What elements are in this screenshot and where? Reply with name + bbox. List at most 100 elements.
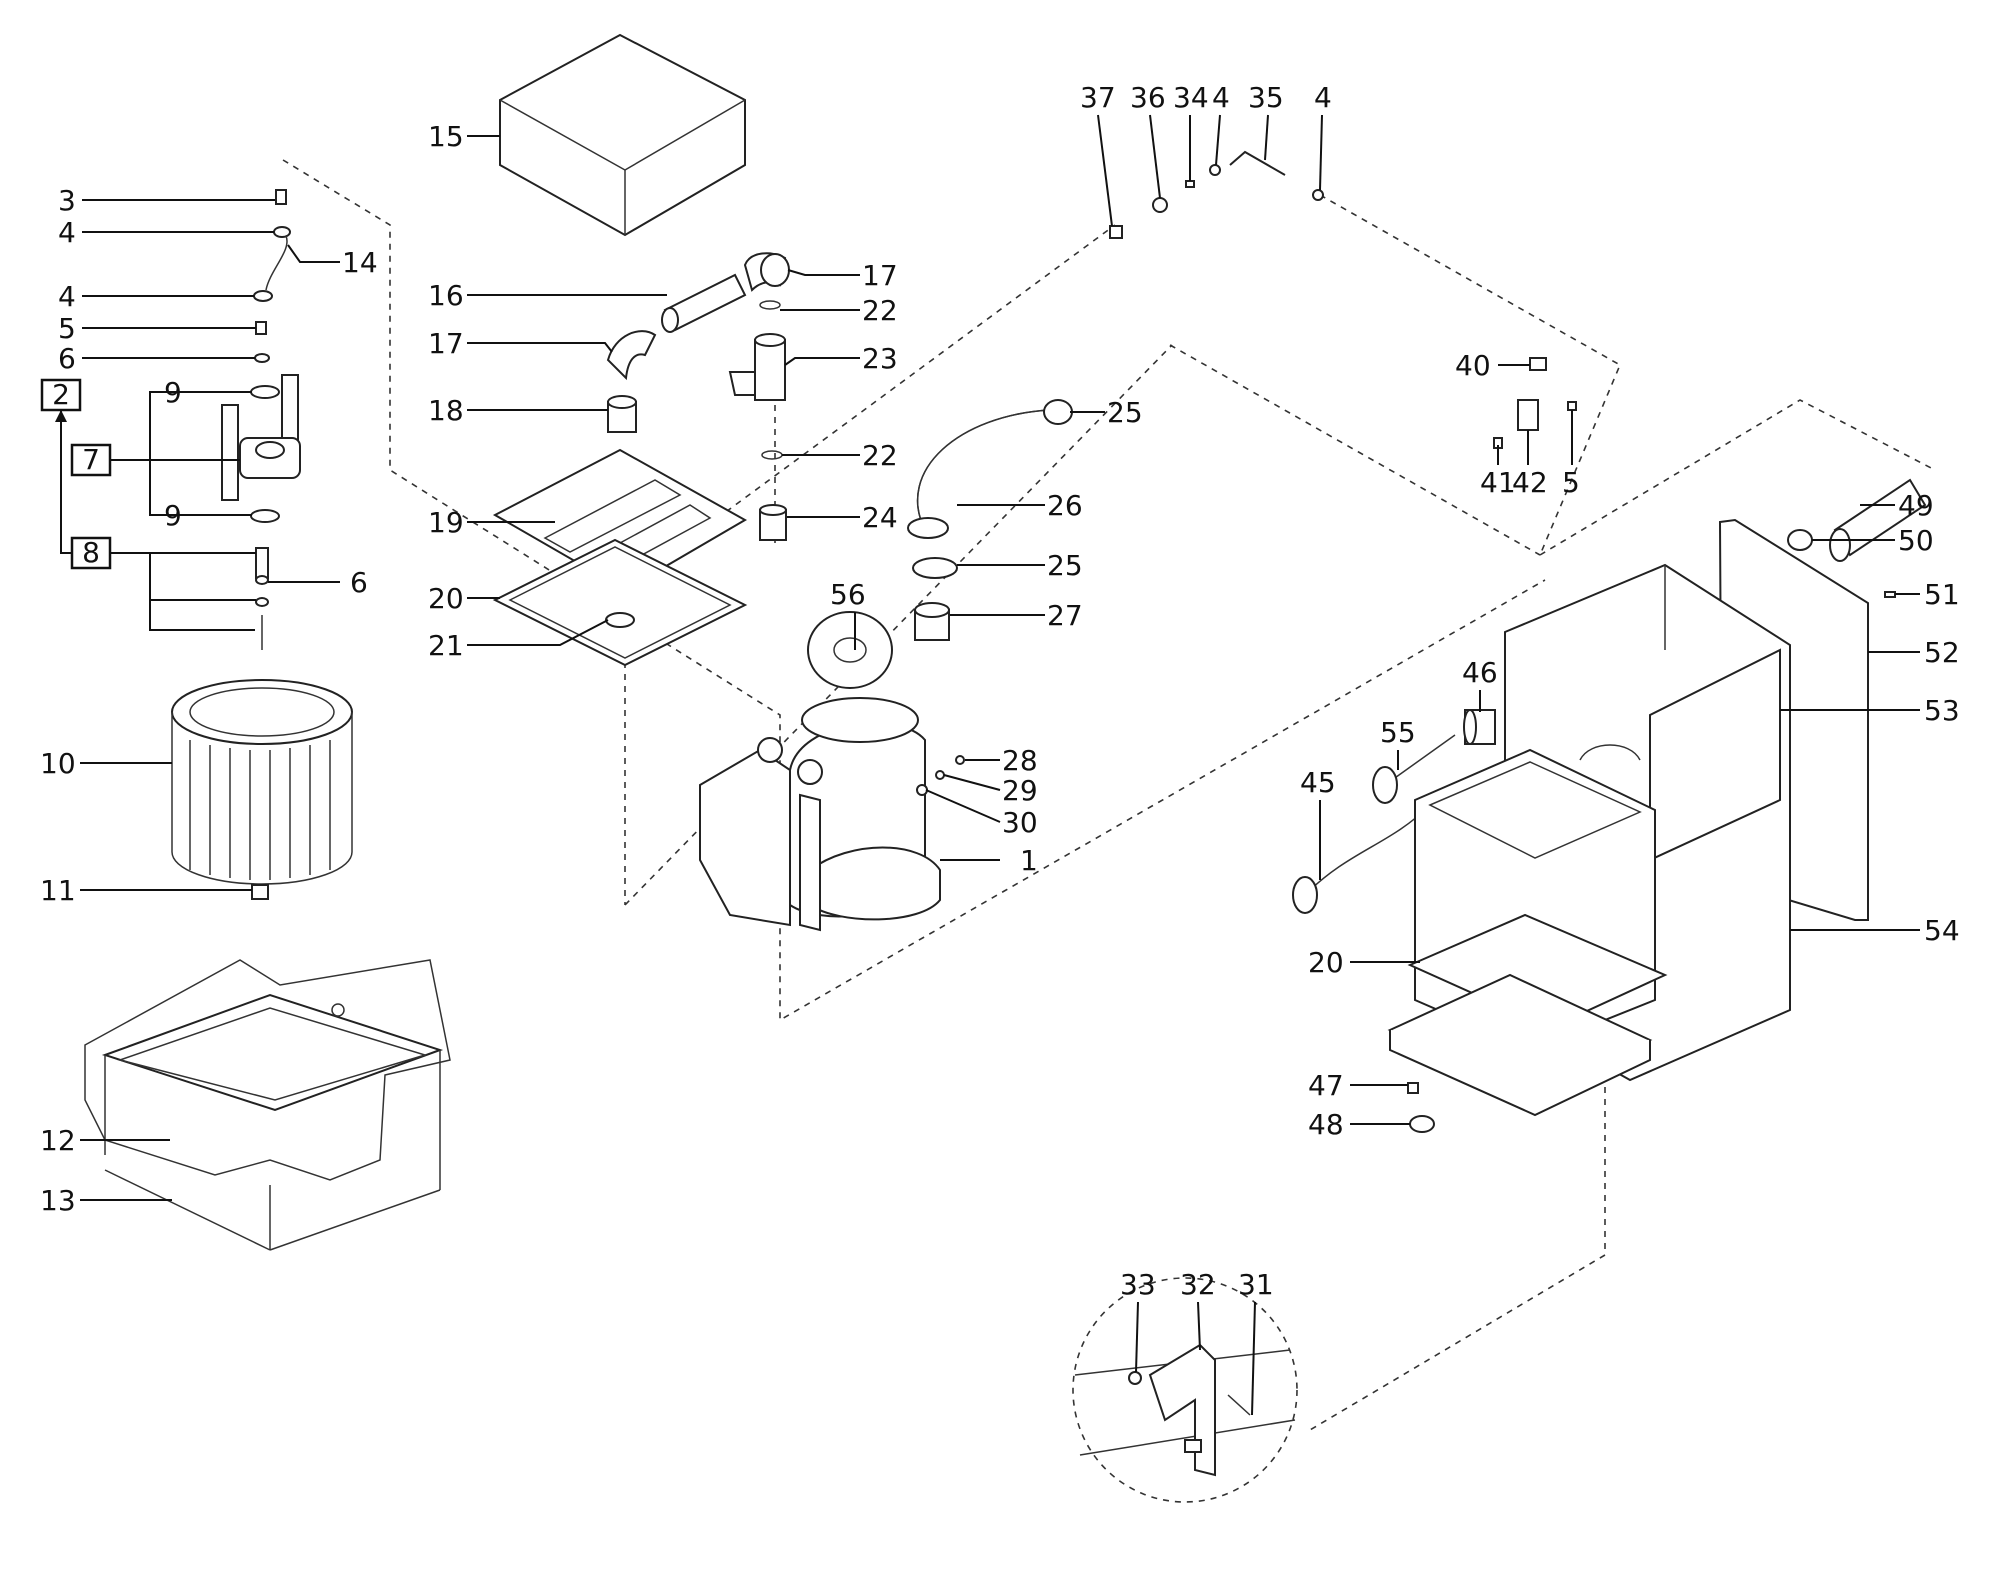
callout-50: 50 <box>1898 524 1934 557</box>
callout-17-lower: 17 <box>428 327 464 360</box>
part-37-36-34-35-4-fittings <box>1109 150 1324 239</box>
part-25-clamp-lower <box>912 557 958 579</box>
boxed-label-8: 8 <box>70 536 112 570</box>
part-4-clamp-top <box>273 226 291 238</box>
boxed-label-2: 2 <box>40 378 82 412</box>
callout-35: 35 <box>1248 81 1284 114</box>
part-40-41-42-5-switch <box>1493 357 1577 449</box>
callout-17-upper: 17 <box>862 259 898 292</box>
part-49-silencer <box>1829 478 1927 562</box>
callout-13: 13 <box>40 1184 76 1217</box>
part-22-oring-upper <box>759 300 781 310</box>
part-16-tube <box>661 273 747 333</box>
callout-4-top-a: 4 <box>1212 81 1230 114</box>
part-25-clamp-top <box>1043 399 1073 425</box>
callout-20-center: 20 <box>428 582 464 615</box>
part-28-29-30-screws <box>916 755 965 796</box>
leader-lines <box>80 114 1920 1416</box>
callout-3: 3 <box>58 184 76 217</box>
part-50-nut <box>1787 529 1813 551</box>
part-27-coupling <box>914 602 950 641</box>
callout-labels: 3 4 14 4 5 6 9 9 6 10 11 12 13 15 16 17 … <box>40 81 1960 1301</box>
callout-33: 33 <box>1120 1268 1156 1301</box>
boxed-label-7: 7 <box>70 443 112 477</box>
part-8-pin <box>255 547 269 650</box>
part-45-hose <box>1292 804 1431 914</box>
callout-9-top: 9 <box>164 376 182 409</box>
callout-53: 53 <box>1924 694 1960 727</box>
callout-25-top: 25 <box>1107 396 1143 429</box>
callout-47: 47 <box>1308 1069 1344 1102</box>
callout-56: 56 <box>830 578 866 611</box>
svg-text:2: 2 <box>52 378 70 411</box>
part-17-elbow-lower <box>606 330 657 381</box>
svg-text:8: 8 <box>82 536 100 569</box>
callout-21: 21 <box>428 629 464 662</box>
callout-48: 48 <box>1308 1108 1344 1141</box>
callout-37: 37 <box>1080 81 1116 114</box>
callout-54: 54 <box>1924 914 1960 947</box>
callout-10: 10 <box>40 747 76 780</box>
part-6-clip <box>254 353 270 363</box>
callout-4-left-lower: 4 <box>58 280 76 313</box>
part-11-knob <box>251 884 269 900</box>
base-plate <box>1387 973 1653 1117</box>
callout-20-right: 20 <box>1308 946 1344 979</box>
part-4-clamp-lower <box>253 290 273 302</box>
part-46-coupling <box>1463 709 1496 745</box>
callout-25-lower: 25 <box>1047 549 1083 582</box>
callout-42: 42 <box>1512 466 1548 499</box>
part-55-hose <box>1372 734 1456 804</box>
callout-12: 12 <box>40 1124 76 1157</box>
part-20-gasket-center <box>492 538 748 667</box>
callout-52: 52 <box>1924 636 1960 669</box>
callout-26: 26 <box>1047 489 1083 522</box>
callout-28: 28 <box>1002 744 1038 777</box>
callout-5-left: 5 <box>58 312 76 345</box>
part-15-cover <box>499 33 746 237</box>
part-23-tee <box>728 333 786 401</box>
callout-29: 29 <box>1002 774 1038 807</box>
callout-4-left-top: 4 <box>58 216 76 249</box>
callout-24: 24 <box>862 501 898 534</box>
detail-circle <box>1072 1277 1298 1503</box>
callout-23: 23 <box>862 342 898 375</box>
callout-14: 14 <box>342 246 378 279</box>
callout-6-right: 6 <box>350 566 368 599</box>
part-3-fitting <box>275 189 287 205</box>
arrow-8-to-2 <box>55 410 72 554</box>
callout-18: 18 <box>428 394 464 427</box>
callout-41: 41 <box>1480 466 1516 499</box>
part-26-hose <box>907 409 1051 539</box>
part-56-impeller <box>807 611 893 689</box>
part-51-screw <box>1884 591 1896 598</box>
callout-36: 36 <box>1130 81 1166 114</box>
callout-9-lower: 9 <box>164 499 182 532</box>
callout-34: 34 <box>1173 81 1209 114</box>
svg-text:7: 7 <box>82 443 100 476</box>
callout-22-lower: 22 <box>862 439 898 472</box>
callout-49: 49 <box>1898 489 1934 522</box>
part-22-oring-lower <box>761 450 783 460</box>
callout-16: 16 <box>428 279 464 312</box>
callout-27: 27 <box>1047 599 1083 632</box>
part-14-hose <box>265 235 288 291</box>
callout-46: 46 <box>1462 656 1498 689</box>
callout-19: 19 <box>428 506 464 539</box>
callout-1: 1 <box>1020 844 1038 877</box>
part-1-blower-motor <box>699 697 941 932</box>
callout-31: 31 <box>1238 1268 1274 1301</box>
callout-22-upper: 22 <box>862 294 898 327</box>
callout-51: 51 <box>1924 578 1960 611</box>
part-47-48-foot <box>1407 1082 1435 1133</box>
callout-55: 55 <box>1380 716 1416 749</box>
part-21-seal <box>605 612 635 628</box>
callout-30: 30 <box>1002 806 1038 839</box>
callout-32: 32 <box>1180 1268 1216 1301</box>
part-7-valve-assembly <box>221 374 301 523</box>
part-10-filter-cartridge <box>171 679 353 885</box>
callout-6-left: 6 <box>58 342 76 375</box>
callout-4-top-b: 4 <box>1314 81 1332 114</box>
